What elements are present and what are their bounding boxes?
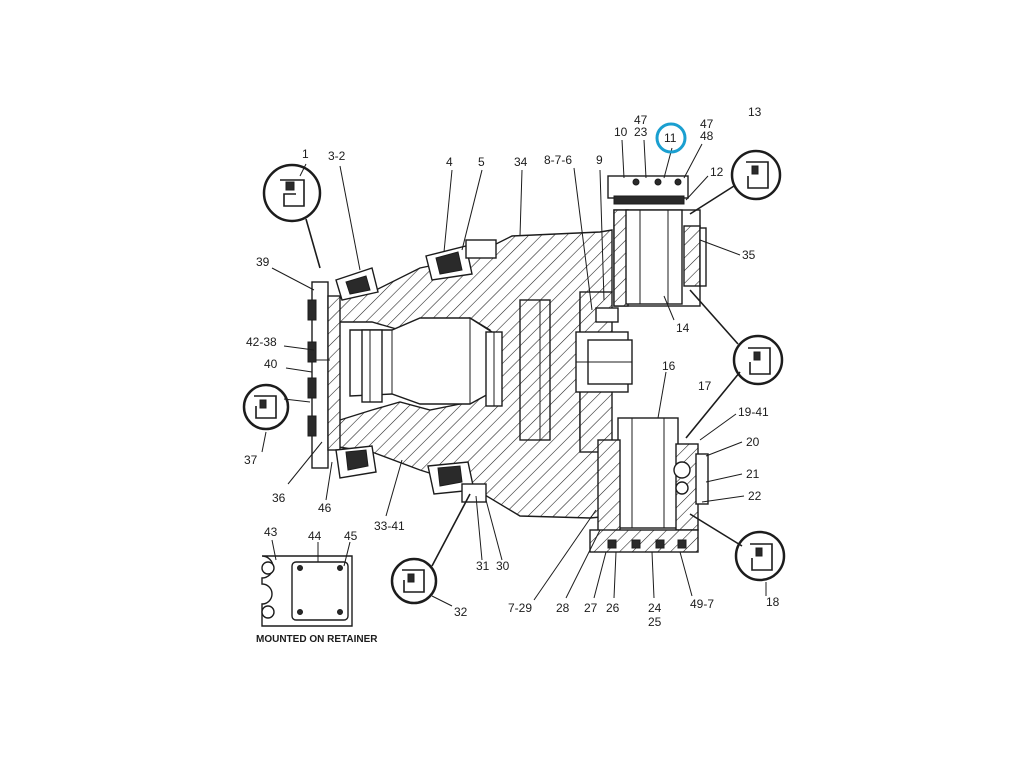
retainer-plate-inset bbox=[261, 555, 353, 627]
label-40: 40 bbox=[264, 357, 278, 371]
label-9: 9 bbox=[596, 153, 603, 167]
detail-bubble-13 bbox=[730, 149, 782, 201]
label-19-41: 19-41 bbox=[738, 405, 769, 419]
label-46: 46 bbox=[318, 501, 332, 515]
label-20: 20 bbox=[746, 435, 760, 449]
label-36: 36 bbox=[272, 491, 286, 505]
label-5: 5 bbox=[478, 155, 485, 169]
leader-lines bbox=[261, 139, 767, 607]
label-17: 17 bbox=[698, 379, 712, 393]
detail-bubble-32 bbox=[390, 557, 438, 605]
label-45: 45 bbox=[344, 529, 358, 543]
label-31: 31 bbox=[476, 559, 490, 573]
part-labels: 1 3-2 4 5 34 8-7-6 9 10 47 23 11 47 48 1… bbox=[244, 105, 780, 645]
label-12: 12 bbox=[710, 165, 724, 179]
label-47-left: 47 bbox=[634, 113, 648, 127]
label-7-29: 7-29 bbox=[508, 601, 532, 615]
label-27: 27 bbox=[584, 601, 598, 615]
label-34: 34 bbox=[514, 155, 528, 169]
label-1: 1 bbox=[302, 147, 309, 161]
label-23: 23 bbox=[634, 125, 648, 139]
label-3-2: 3-2 bbox=[328, 149, 346, 163]
label-48: 48 bbox=[700, 129, 714, 143]
upper-pin-assembly bbox=[607, 175, 707, 307]
hub-body bbox=[328, 229, 613, 519]
right-flange bbox=[575, 291, 633, 453]
left-end-cap bbox=[307, 281, 341, 469]
label-33-41: 33-41 bbox=[374, 519, 405, 533]
detail-bubble-37 bbox=[242, 383, 290, 431]
label-28: 28 bbox=[556, 601, 570, 615]
label-8-7-6: 8-7-6 bbox=[544, 153, 572, 167]
label-4: 4 bbox=[446, 155, 453, 169]
label-18: 18 bbox=[766, 595, 780, 609]
label-44: 44 bbox=[308, 529, 322, 543]
left-bearings bbox=[335, 267, 379, 479]
highlight-ring bbox=[655, 122, 687, 154]
label-26: 26 bbox=[606, 601, 620, 615]
detail-bubble-1 bbox=[262, 163, 322, 223]
label-10: 10 bbox=[614, 125, 628, 139]
label-22: 22 bbox=[748, 489, 762, 503]
label-16: 16 bbox=[662, 359, 676, 373]
label-21: 21 bbox=[746, 467, 760, 481]
label-37: 37 bbox=[244, 453, 258, 467]
label-49-7: 49-7 bbox=[690, 597, 714, 611]
lower-pin-assembly bbox=[589, 417, 709, 553]
label-39: 39 bbox=[256, 255, 270, 269]
label-47-right: 47 bbox=[700, 117, 714, 131]
detail-bubble-right-upper bbox=[732, 334, 784, 386]
caption-mounted-on-retainer: MOUNTED ON RETAINER bbox=[256, 634, 378, 645]
label-30: 30 bbox=[496, 559, 510, 573]
label-35: 35 bbox=[742, 248, 756, 262]
label-13: 13 bbox=[748, 105, 762, 119]
label-25: 25 bbox=[648, 615, 662, 629]
label-24: 24 bbox=[648, 601, 662, 615]
label-14: 14 bbox=[676, 321, 690, 335]
label-43: 43 bbox=[264, 525, 278, 539]
detail-bubble-18 bbox=[734, 530, 786, 582]
label-42-38: 42-38 bbox=[246, 335, 277, 349]
label-32: 32 bbox=[454, 605, 468, 619]
label-11: 11 bbox=[664, 131, 677, 145]
